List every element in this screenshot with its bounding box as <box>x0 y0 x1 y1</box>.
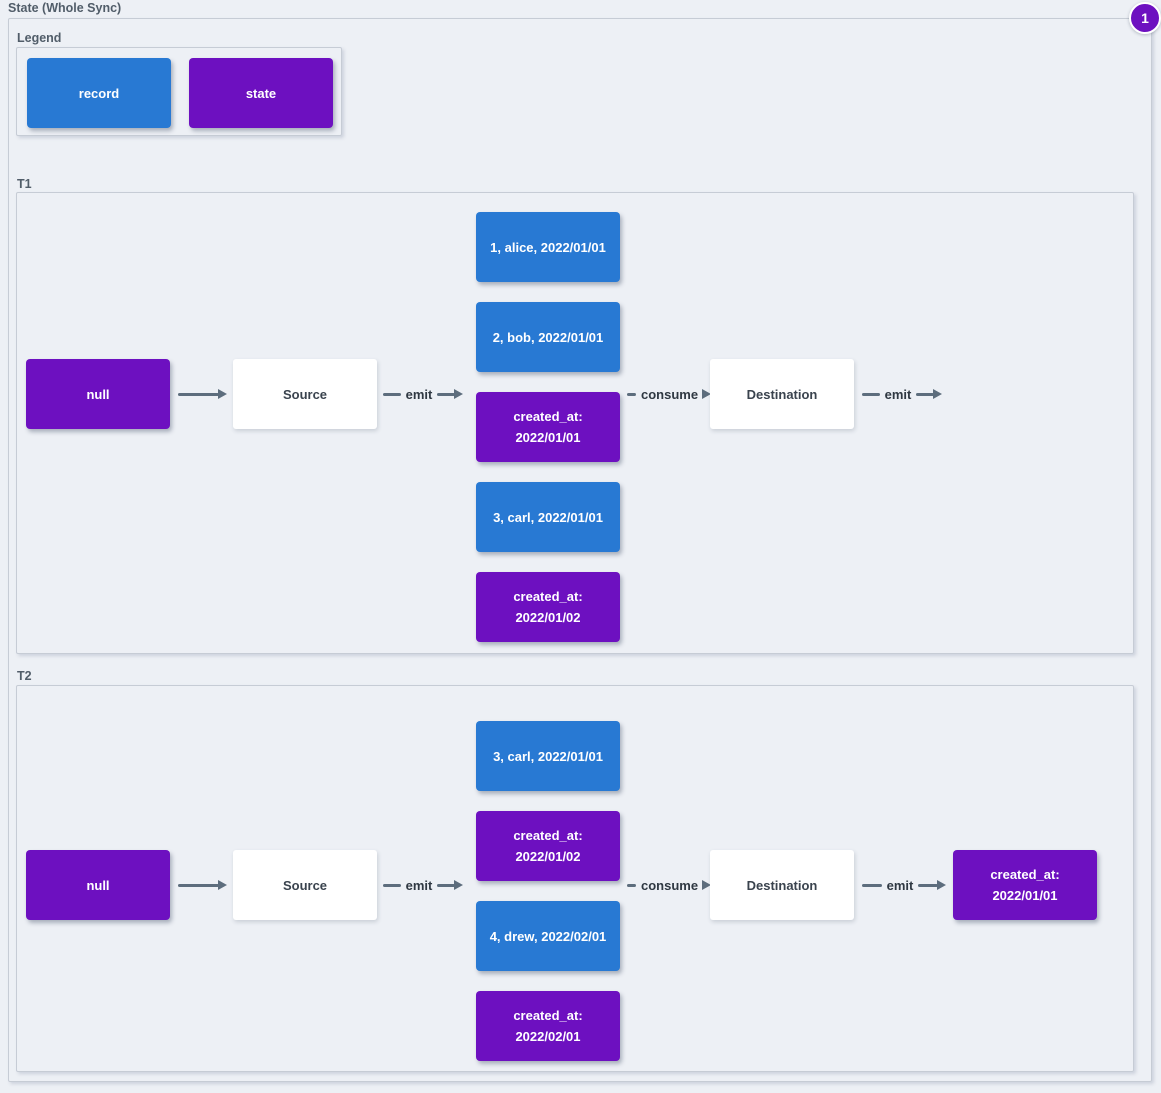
legend-label: Legend <box>17 31 62 45</box>
arrowhead-icon <box>218 389 227 399</box>
edge-line <box>916 392 935 396</box>
edge-label: emit <box>405 386 433 402</box>
edge-emit-out: emit <box>862 875 947 895</box>
arrowhead-icon <box>933 389 943 399</box>
node-destination: Destination <box>710 850 854 920</box>
outer-frame <box>8 18 1152 1082</box>
arrowhead-icon <box>702 389 712 399</box>
node-source: Source <box>233 359 377 429</box>
record-node: 3, carl, 2022/01/01 <box>476 721 620 791</box>
edge-label: emit <box>405 877 433 893</box>
section-t1-frame: null Source emit 1, alice, 2022/01/01 2,… <box>16 192 1134 654</box>
record-node: 4, drew, 2022/02/01 <box>476 901 620 971</box>
node-destination: Destination <box>710 359 854 429</box>
arrowhead-icon <box>454 880 464 890</box>
record-node: 1, alice, 2022/01/01 <box>476 212 620 282</box>
section-t2-frame: null Source emit 3, carl, 2022/01/01 cre… <box>16 685 1134 1072</box>
edge-emit-in: emit <box>383 875 464 895</box>
legend-record-swatch: record <box>27 58 171 128</box>
edge-line <box>862 883 882 887</box>
edge-label: consume <box>641 877 699 893</box>
edge-emit-out: emit <box>862 384 943 404</box>
page-title: State (Whole Sync) <box>8 1 122 15</box>
node-null: null <box>26 359 170 429</box>
edge-label: emit <box>886 877 914 893</box>
edge-emit-in: emit <box>383 384 464 404</box>
record-node: 3, carl, 2022/01/01 <box>476 482 620 552</box>
edge-label: consume <box>641 386 699 402</box>
record-node: 2, bob, 2022/01/01 <box>476 302 620 372</box>
arrowhead-icon <box>218 880 227 890</box>
legend-frame: record state <box>16 47 342 136</box>
edge-consume: consume <box>627 875 712 895</box>
arrowhead-icon <box>454 389 464 399</box>
edge-line <box>862 392 880 396</box>
state-node: created_at: 2022/01/02 <box>476 811 620 881</box>
edge-line <box>178 392 219 396</box>
arrowhead-icon <box>937 880 947 890</box>
arrowhead-icon <box>702 880 712 890</box>
edge-line <box>627 392 636 396</box>
edge-null-to-source <box>178 875 227 895</box>
state-node: created_at: 2022/02/01 <box>476 991 620 1061</box>
state-output-node: created_at: 2022/01/01 <box>953 850 1097 920</box>
edge-consume: consume <box>627 384 712 404</box>
section-t2-label: T2 <box>17 669 32 683</box>
edge-line <box>918 883 939 887</box>
edge-line <box>437 883 456 887</box>
section-t1-label: T1 <box>17 177 32 191</box>
state-node: created_at: 2022/01/02 <box>476 572 620 642</box>
edge-line <box>178 883 219 887</box>
state-node: created_at: 2022/01/01 <box>476 392 620 462</box>
edge-line <box>383 392 401 396</box>
node-null: null <box>26 850 170 920</box>
legend-state-swatch: state <box>189 58 333 128</box>
node-source: Source <box>233 850 377 920</box>
step-badge[interactable]: 1 <box>1129 2 1161 34</box>
edge-line <box>383 883 401 887</box>
edge-null-to-source <box>178 384 227 404</box>
edge-line <box>437 392 456 396</box>
edge-line <box>627 883 636 887</box>
edge-label: emit <box>884 386 912 402</box>
